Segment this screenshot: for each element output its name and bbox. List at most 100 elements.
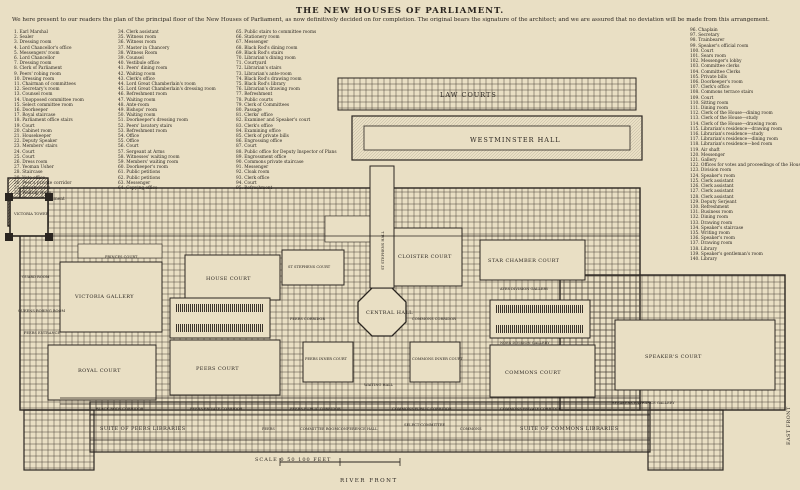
legend-entry: 2. Sealer xyxy=(14,35,34,41)
legend-entry: 15. Select committee room xyxy=(14,102,73,108)
legend-entry: 118. Librarian's residence—bed room xyxy=(690,142,773,148)
label-commons-public-corridor: COMMONS PUBLIC CORRIDOR xyxy=(392,407,452,411)
legend-entry: 17. Royal staircase xyxy=(14,113,56,119)
label-speakers-entrance: SPEAKERS ENTRANCE GALLERY xyxy=(612,401,675,405)
legend-entry: 129. Deputy Serjeant xyxy=(690,199,737,205)
legend-entry: 71. Courtyard xyxy=(236,61,267,67)
legend-entry: 75. Black Rod's library xyxy=(236,82,286,88)
legend-entry: 82. Examiner and Speaker's court xyxy=(236,118,311,124)
legend-entry: 13. Counsel room xyxy=(14,92,53,98)
legend-entry: 28. Staircase xyxy=(14,170,43,176)
legend-entry: 69. Black Rod's stairs xyxy=(236,50,284,56)
legend-entry: 99. Speaker's official room xyxy=(690,43,749,49)
label-suite-peers-libraries: SUITE OF PEERS LIBRARIES xyxy=(100,426,186,432)
legend-entry: 11. Chairman of committees xyxy=(14,82,76,88)
legend-entry: 110. Sitting room xyxy=(690,100,729,106)
scale-label: SCALE 0 50 100 FEET xyxy=(255,457,332,463)
legend-entry: 68. Black Rod's dining room xyxy=(236,45,298,51)
legend-entry: 16. Doorkeeper xyxy=(14,108,48,114)
page-title: THE NEW HOUSES OF PARLIAMENT. xyxy=(295,6,505,16)
legend-entry: 114. Clerk of the House—drawing room xyxy=(690,121,777,127)
legend-entry: 61. Public petitions xyxy=(118,170,161,176)
chambers xyxy=(169,297,591,339)
legend-entry: 93. Clerk office xyxy=(236,175,270,181)
legend-entry: 87. Court xyxy=(236,144,257,150)
legend-entry: 43. Clerk's office xyxy=(118,76,155,82)
victoria-tower xyxy=(5,193,53,241)
legend-entry: 12. Secretary's room xyxy=(14,87,60,93)
legend-entry: 41. Peers' dining room xyxy=(118,66,168,72)
legend-entry: 62. Public petitions xyxy=(118,175,161,181)
legend-entry: 111. Dining room xyxy=(690,106,729,112)
legend-entry: 122. Offices for votes and proceedings o… xyxy=(690,163,800,169)
legend-entry: 108. Commons terrace stairs xyxy=(690,90,754,96)
legend-entry: 26. Dress room xyxy=(14,160,48,166)
legend-entry: 20. Cabinet room xyxy=(14,128,52,134)
legend-entry: 83. Clerk's office xyxy=(236,123,273,129)
corridors xyxy=(20,235,650,441)
label-east-front: EAST FRONT xyxy=(786,406,792,445)
legend-entry: 80. Passage xyxy=(236,108,262,114)
legend-entry: 109. Court xyxy=(690,95,714,101)
legend-entry: 22. Deputy Speaker xyxy=(14,139,58,145)
label-st-stephens-hall: ST STEPHENS HALL xyxy=(381,230,385,270)
label-st-stephens-court: ST STEPHENS COURT xyxy=(288,265,331,269)
legend-entry: 25. Court xyxy=(14,154,35,160)
label-victoria-gallery: VICTORIA GALLERY xyxy=(74,294,134,300)
law-courts-block xyxy=(337,77,643,161)
label-house-court: HOUSE COURT xyxy=(206,276,251,282)
legend-entry: 35. Witness room xyxy=(118,35,157,41)
legend-entry: 4. Lord Chancellor's office xyxy=(14,45,72,51)
legend-entry: 126. Clerk assistant xyxy=(690,184,734,190)
legend-entry: 123. Division room xyxy=(690,168,732,174)
label-commons-library: COMMONS xyxy=(460,427,482,431)
label-conference-hall: CONFERENCE HALL xyxy=(338,427,378,431)
label-victoria-tower: VICTORIA TOWER xyxy=(13,212,49,216)
legend-entry: 90. Commons private staircase xyxy=(236,160,304,166)
legend-entry: 73. Librarian's ante-room xyxy=(236,71,292,77)
legend-entry: 8. Clerk of Parliament xyxy=(14,66,62,72)
legend-entry: 102. Messenger's lobby xyxy=(690,59,742,65)
legend-entry: 132. Dining room xyxy=(690,215,729,221)
legend-entry: 70. Librarian's dining room xyxy=(236,56,296,62)
legend-entry: 85. Clerk of private bills xyxy=(236,134,289,140)
label-commons-inner-court: COMMONS INNER COURT xyxy=(412,357,463,361)
legend-entry: 21. Housekeeper xyxy=(14,134,52,140)
label-waiting-hall: WAITING HALL xyxy=(364,383,394,387)
legend-entry: 81. Clerks' office xyxy=(236,113,273,119)
legend-entry: 49. Bishops' room xyxy=(118,108,158,114)
river-front-label: RIVER FRONT xyxy=(340,478,398,484)
legend-entry: 121. Gallery xyxy=(690,158,717,164)
legend-entry: 27. Yeoman Usher xyxy=(14,165,54,171)
legend-entry: 133. Drawing room xyxy=(690,220,733,226)
legend-entry: 72. Librarian's stairs xyxy=(236,66,282,72)
legend-entry: 104. Committee Clerks xyxy=(690,69,741,75)
legend-entry: 45. Lord Great Chamberlain's dressing ro… xyxy=(118,87,216,93)
label-peers-library: PEERS xyxy=(262,427,275,431)
label-peers-lobby: PEERS CORRIDOR xyxy=(290,317,325,321)
legend-entry: 58. Witnesses' waiting room xyxy=(118,154,180,160)
legend-entry: 112. Clerk of the House—dining room xyxy=(690,111,773,117)
label-central-hall: CENTRAL HALL xyxy=(366,310,413,316)
legend-entry: 66. Stationery room xyxy=(236,35,280,41)
legend-entry: 60. Doorkeeper's room xyxy=(118,165,168,171)
legend-entry: 19. Court xyxy=(14,123,35,129)
legend-entry: 7. Dressing room xyxy=(14,61,52,67)
legend-entry: 1. Earl Marshal xyxy=(14,30,48,35)
legend-entry: 124. Speaker's room xyxy=(690,173,735,179)
legend-entry: 91. Messenger xyxy=(236,165,269,171)
legend-entry: 139. Speaker's gentleman's room xyxy=(690,251,763,257)
legend-entry: 117. Librarian's residence—dining room xyxy=(690,137,778,143)
legend-entry: 40. Vestibule office xyxy=(118,61,160,67)
label-peers-court: PEERS COURT xyxy=(196,366,239,372)
legend-entry: 127. Clerk assistant xyxy=(690,189,734,195)
label-select-committee: SELECT COMMITTEE xyxy=(404,423,445,427)
legend-entry: 84. Examining office xyxy=(236,128,281,134)
legend-entry: 88. Public office for Deputy Inspector o… xyxy=(236,149,337,155)
legend-entry: 23. Members' stairs xyxy=(14,144,58,150)
legend-entry: 119. Air shaft xyxy=(690,147,720,153)
legend-entry: 94. Court xyxy=(236,180,257,186)
legend-entry: 76. Librarian's drawing room xyxy=(236,87,300,93)
legend-entry: 18. Parliament office stairs xyxy=(14,118,73,124)
legend-entry: 57. Sergeant at Arms xyxy=(118,149,165,155)
